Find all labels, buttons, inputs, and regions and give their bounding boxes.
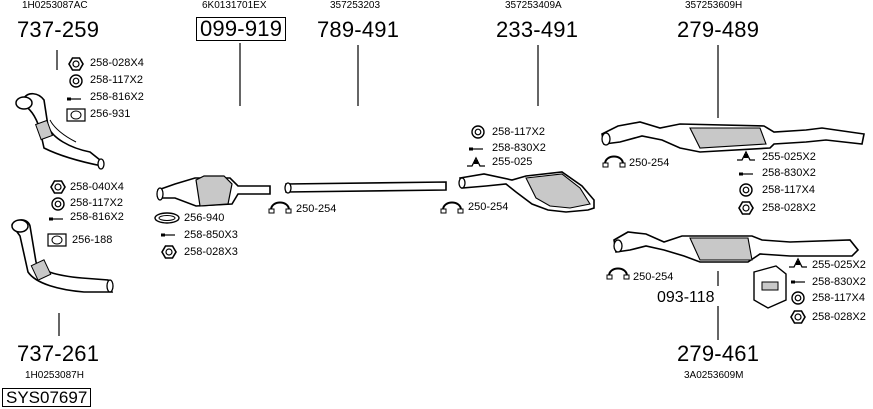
accessory-label[interactable]: 258-830X2 — [492, 142, 546, 154]
part-number-233-491[interactable]: 233-491 — [496, 17, 579, 42]
system-code: SYS07697 — [2, 388, 92, 407]
washer-icon — [51, 197, 65, 211]
accessory-label[interactable]: 258-040X4 — [70, 181, 124, 193]
accessory-label[interactable]: 258-117X4 — [812, 292, 866, 304]
oem-number-737-259: 1H0253087AC — [22, 0, 88, 11]
hex-nut-icon — [68, 57, 84, 71]
accessory-label[interactable]: 250-254 — [468, 201, 509, 213]
accessory-label[interactable]: 258-117X2 — [90, 74, 144, 86]
accessory-label[interactable]: 258-028X2 — [812, 311, 866, 323]
accessory-label[interactable]: 258-028X2 — [762, 202, 816, 214]
clamp-icon — [606, 267, 630, 280]
part-number-093-118[interactable]: 093-118 — [657, 289, 715, 306]
accessory-label[interactable]: 258-816X2 — [90, 91, 144, 103]
accessory-label[interactable]: 258-028X4 — [90, 57, 144, 69]
accessory-label[interactable]: 255-025X2 — [812, 259, 866, 271]
centre-silencer-drawing — [458, 171, 595, 213]
front-pipe-737-261-drawing — [11, 219, 114, 293]
gasket-ring-icon — [154, 212, 180, 224]
gasket-icon — [66, 108, 86, 122]
rear-silencer-upper-drawing — [601, 121, 865, 153]
hex-nut-icon — [790, 310, 806, 324]
accessory-label[interactable]: 256-188 — [72, 234, 113, 246]
part-number-789-491[interactable]: 789-491 — [317, 17, 400, 42]
accessory-label[interactable]: 258-117X4 — [762, 184, 816, 196]
front-pipe-737-259-drawing — [15, 92, 105, 170]
accessory-label[interactable]: 258-028X3 — [184, 246, 238, 258]
oem-number-099-919: 6K0131701EX — [202, 0, 267, 11]
clamp-icon — [602, 155, 626, 168]
bolt-icon — [790, 279, 806, 285]
bolt-icon — [48, 216, 64, 222]
bolt-icon — [738, 171, 754, 177]
accessory-label[interactable]: 250-254 — [296, 203, 337, 215]
part-number-279-461[interactable]: 279-461 — [677, 341, 760, 366]
part-number-737-261[interactable]: 737-261 — [17, 341, 100, 366]
accessory-label[interactable]: 256-931 — [90, 108, 131, 120]
oem-number-279-461: 3A0253609M — [684, 370, 744, 381]
accessory-label[interactable]: 250-254 — [629, 157, 670, 169]
hex-nut-icon — [50, 180, 66, 194]
accessory-label[interactable]: 258-117X2 — [70, 197, 124, 209]
mounting-bracket-drawing — [753, 265, 787, 309]
hex-nut-icon — [738, 201, 754, 215]
oem-number-279-489: 357253609H — [685, 0, 743, 11]
gasket-icon — [47, 233, 67, 247]
rear-silencer-lower-drawing — [613, 231, 860, 263]
accessory-label[interactable]: 258-830X2 — [812, 276, 866, 288]
accessory-label[interactable]: 258-830X2 — [762, 167, 816, 179]
washer-icon — [471, 125, 485, 139]
oem-number-233-491: 357253409A — [505, 0, 562, 11]
accessory-label[interactable]: 255-025 — [492, 156, 533, 168]
oem-number-789-491: 357253203 — [330, 0, 381, 11]
catalytic-converter-drawing — [156, 175, 271, 207]
hanger-icon — [736, 151, 756, 161]
accessory-label[interactable]: 256-940 — [184, 212, 225, 224]
accessory-label[interactable]: 250-254 — [633, 271, 674, 283]
part-number-737-259[interactable]: 737-259 — [17, 17, 100, 42]
accessory-label[interactable]: 258-117X2 — [492, 126, 546, 138]
bolt-icon — [66, 96, 82, 102]
bolt-icon — [468, 146, 484, 152]
bolt-icon — [160, 232, 176, 238]
accessory-label[interactable]: 255-025X2 — [762, 151, 816, 163]
hanger-icon — [788, 258, 808, 268]
washer-icon — [791, 291, 805, 305]
hex-nut-icon — [161, 245, 177, 259]
leader-lines — [56, 43, 719, 340]
hanger-icon — [466, 157, 486, 167]
washer-icon — [739, 183, 753, 197]
washer-icon — [69, 74, 83, 88]
part-number-279-489[interactable]: 279-489 — [677, 17, 760, 42]
part-number-099-919[interactable]: 099-919 — [196, 17, 287, 41]
accessory-label[interactable]: 258-850X3 — [184, 229, 238, 241]
clamp-icon — [268, 201, 292, 214]
intermediate-pipe-drawing — [284, 181, 447, 194]
clamp-icon — [440, 201, 464, 214]
accessory-label[interactable]: 258-816X2 — [70, 211, 124, 223]
oem-number-737-261: 1H0253087H — [25, 370, 84, 381]
